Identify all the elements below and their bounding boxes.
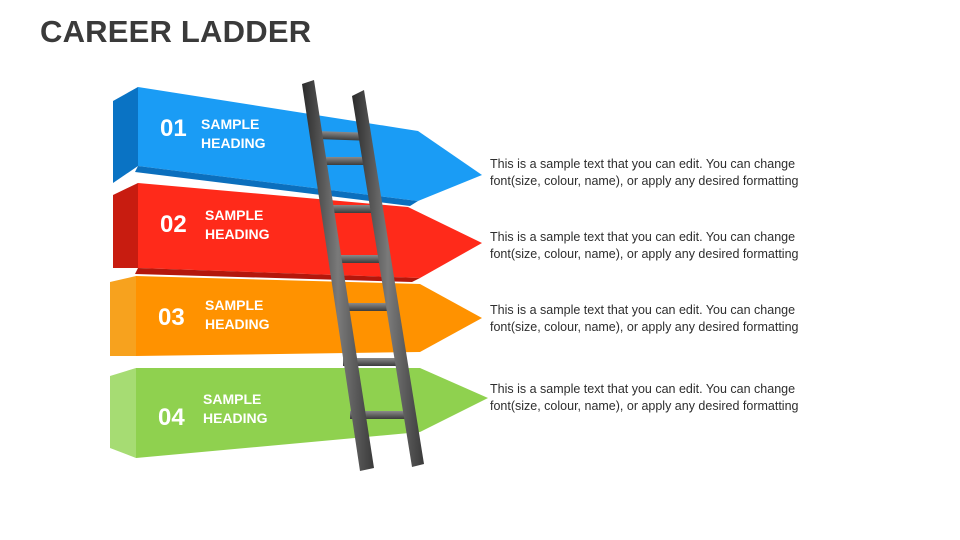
step-heading-04-line2: HEADING (203, 410, 268, 426)
step-heading-01-line1: SAMPLE (201, 116, 259, 132)
step-number-02: 02 (160, 211, 187, 238)
step-heading-02-line2: HEADING (205, 226, 270, 242)
step-heading-03-line2: HEADING (205, 316, 270, 332)
step-description-04: This is a sample text that you can edit.… (490, 382, 799, 413)
step-arrow-03: 03 SAMPLE HEADING (110, 276, 482, 356)
ladder-right-rail (352, 90, 424, 467)
step-arrow-04: 04 SAMPLE HEADING (110, 368, 488, 458)
step-description-03: This is a sample text that you can edit.… (490, 303, 799, 334)
step-heading-04-line1: SAMPLE (203, 391, 261, 407)
step-arrow-02: 02 SAMPLE HEADING (113, 183, 482, 282)
step-heading-02-line1: SAMPLE (205, 207, 263, 223)
slide-title: CAREER LADDER (40, 14, 312, 49)
step-heading-01-line2: HEADING (201, 135, 266, 151)
ladder-icon (302, 80, 424, 471)
ladder-rungs (313, 130, 412, 419)
step-number-04: 04 (158, 404, 185, 431)
ladder-left-rail (302, 80, 374, 471)
step-description-02: This is a sample text that you can edit.… (490, 230, 799, 261)
step-arrow-01: 01 SAMPLE HEADING (113, 87, 482, 206)
step-number-01: 01 (160, 115, 187, 142)
step-description-01: This is a sample text that you can edit.… (490, 157, 799, 188)
step-number-03: 03 (158, 304, 185, 331)
step-heading-03-line1: SAMPLE (205, 297, 263, 313)
